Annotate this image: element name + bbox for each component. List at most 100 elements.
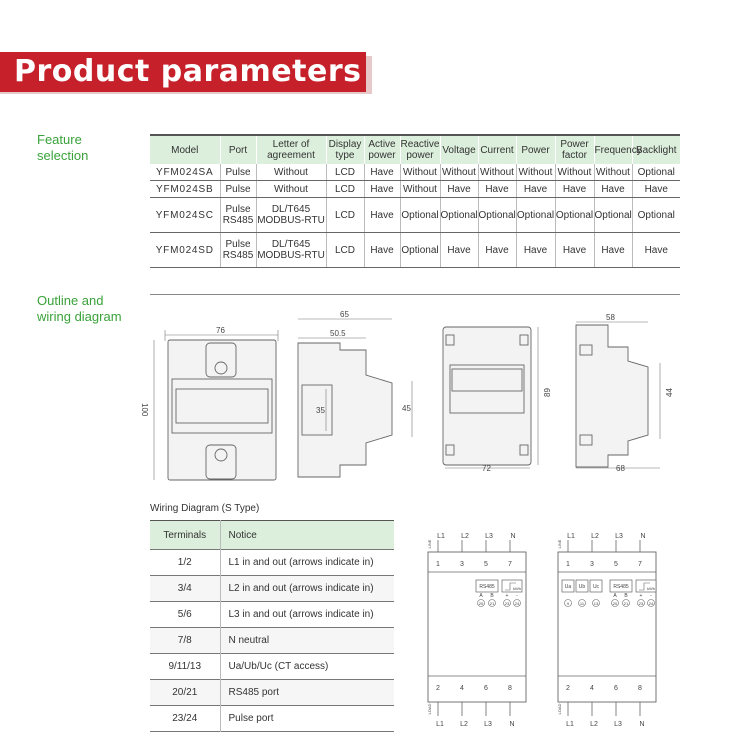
- feature-cell: Have: [440, 232, 479, 268]
- dim-front-height: 100: [140, 403, 149, 417]
- feature-cell: Have: [632, 232, 680, 268]
- pulse-terminal: 24: [649, 601, 654, 606]
- load-tag: LOAD: [557, 703, 562, 714]
- back-view-drawing: 89 72: [442, 326, 552, 473]
- wiring-diagram-title: Wiring Diagram (S Type): [150, 503, 260, 514]
- feature-cell: Without: [400, 164, 441, 181]
- pulse-label: kWh: [513, 586, 521, 591]
- feature-cell: Have: [478, 232, 517, 268]
- line-label-bottom: L2: [590, 721, 598, 728]
- rs485-terminal: 21: [624, 601, 629, 606]
- terminal-number-bottom: 6: [484, 685, 488, 692]
- feature-cell: Optional: [478, 197, 517, 233]
- terminal-number-bottom: 8: [638, 685, 642, 692]
- feature-cell: Have: [440, 180, 479, 198]
- pulse-terminal: 24: [515, 601, 520, 606]
- line-label-bottom: N: [509, 721, 514, 728]
- line-label-top: L2: [461, 533, 469, 540]
- feature-cell: Have: [364, 232, 401, 268]
- notice-cell: L3 in and out (arrows indicate in): [219, 601, 394, 628]
- profile-view-drawing: 58 44 68: [575, 313, 674, 473]
- page-title: Product parameters: [14, 54, 362, 89]
- feature-col-header: Model: [150, 135, 221, 164]
- feature-cell: LCD: [326, 197, 365, 233]
- feature-cell: LCD: [326, 232, 365, 268]
- feature-cell: Without: [400, 180, 441, 198]
- dim-three-width: 72: [482, 464, 491, 473]
- notice-cell: Ua/Ub/Uc (CT access): [219, 653, 394, 680]
- dim-three-height: 89: [543, 388, 552, 397]
- dim-side-h1: 35: [316, 406, 325, 415]
- rs485-b: B: [624, 593, 628, 599]
- feature-selection-label: Feature selection: [37, 132, 89, 163]
- terminal-cell: 1/2: [177, 557, 192, 568]
- section-divider: [150, 294, 680, 295]
- dim-side-inner: 50.5: [330, 329, 346, 338]
- line-label-bottom: L3: [614, 721, 622, 728]
- feature-col-header: Port: [220, 135, 257, 164]
- voltage-terminal: 11: [580, 601, 585, 606]
- pulse-label: kWh: [647, 586, 655, 591]
- terminals-header: Terminals: [150, 520, 220, 550]
- terminal-number-top: 3: [590, 561, 594, 568]
- pulse-minus: -: [516, 593, 518, 599]
- feature-cell: Optional: [516, 197, 556, 233]
- feature-col-header: Current: [478, 135, 517, 164]
- front-view-drawing: 76 100: [140, 326, 279, 481]
- notice-cell: L2 in and out (arrows indicate in): [219, 575, 394, 602]
- model-cell: YFM024SD: [150, 232, 221, 268]
- dim-side-h2: 45: [402, 404, 411, 413]
- terminal-number-bottom: 4: [590, 685, 594, 692]
- feature-cell: Without: [516, 164, 556, 181]
- dim-side-depth: 65: [340, 310, 349, 319]
- notice-cell: Pulse port: [219, 705, 394, 732]
- rs485-label: RS485: [613, 584, 629, 590]
- line-label-top: L1: [567, 533, 575, 540]
- rs485-label: RS485: [479, 584, 495, 590]
- model-cell: YFM024SA: [150, 164, 221, 181]
- terminal-number-bottom: 8: [508, 685, 512, 692]
- feature-col-header: Voltage: [440, 135, 479, 164]
- line-tag: LINE: [427, 539, 432, 548]
- terminal-number-top: 7: [638, 561, 642, 568]
- feature-col-header: Frequency: [594, 135, 642, 164]
- feature-cell: Have: [516, 180, 556, 198]
- model-cell: YFM024SC: [150, 197, 221, 233]
- notice-cell: N neutral: [219, 627, 394, 654]
- feature-cell: Without: [478, 164, 517, 181]
- voltage-label: Ua: [565, 584, 572, 590]
- feature-cell: Pulse: [220, 180, 257, 198]
- terminal-number-bottom: 6: [614, 685, 618, 692]
- feature-cell: Have: [555, 232, 595, 268]
- rs485-terminal: 20: [479, 601, 484, 606]
- feature-cell: Pulse: [220, 164, 257, 181]
- feature-cell: Optional: [632, 197, 680, 233]
- feature-cell: Have: [364, 197, 401, 233]
- terminal-number-top: 1: [566, 561, 570, 568]
- pulse-minus: -: [650, 593, 652, 599]
- line-label-bottom: L1: [436, 721, 444, 728]
- terminal-number-bottom: 2: [436, 685, 440, 692]
- rs485-b: B: [490, 593, 494, 599]
- line-label-top: L2: [591, 533, 599, 540]
- line-label-top: L1: [437, 533, 445, 540]
- outline-diagram-label: Outline and wiring diagram: [37, 293, 122, 324]
- voltage-terminal: 13: [594, 601, 599, 606]
- feature-cell: Without: [256, 164, 327, 181]
- feature-cell: Optional: [440, 197, 479, 233]
- line-label-bottom: L1: [566, 721, 574, 728]
- feature-cell: Optional: [400, 197, 441, 233]
